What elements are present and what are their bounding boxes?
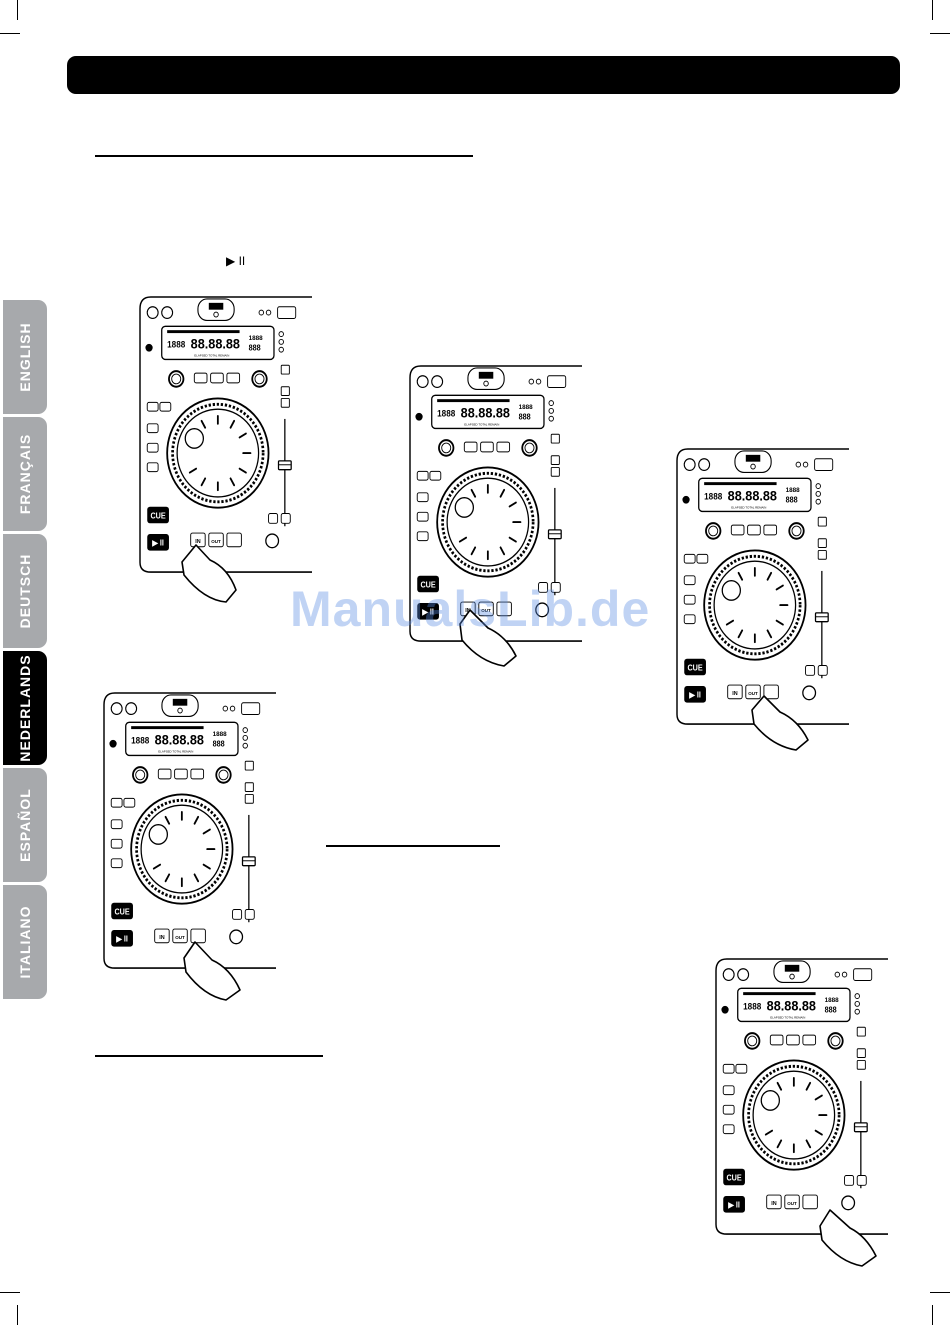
play-label: ▶ II xyxy=(727,1200,740,1209)
play-label: ▶ II xyxy=(688,690,701,699)
out-label: OUT xyxy=(211,539,221,544)
section-rule xyxy=(326,845,500,847)
out-label: OUT xyxy=(481,608,491,613)
out-label: OUT xyxy=(175,935,185,940)
play-label: ▶ II xyxy=(421,607,434,616)
tab-deutsch[interactable]: DEUTSCH xyxy=(3,534,47,648)
display-left: 1888 xyxy=(704,491,722,501)
tab-english[interactable]: ENGLISH xyxy=(3,300,47,414)
play-label: ▶ II xyxy=(151,538,164,547)
display-labels: ELAPSED TOTAL REMAIN xyxy=(158,749,193,753)
display-left: 1888 xyxy=(131,735,149,745)
play-pause-symbol: ▶ II xyxy=(226,254,246,268)
display-main: 88.88.88 xyxy=(461,405,510,421)
in-label: IN xyxy=(732,691,737,697)
tab-francais[interactable]: FRANÇAIS xyxy=(3,417,47,531)
display-right: 888 xyxy=(786,495,798,504)
crop-mark xyxy=(932,1305,933,1325)
play-label: ▶ II xyxy=(115,934,128,943)
display-top-right: 1888 xyxy=(825,997,839,1004)
cue-label: CUE xyxy=(114,907,129,916)
display-labels: ELAPSED TOTAL REMAIN xyxy=(194,353,229,357)
device-illustration: 1888 88.88.88 1888 888 ELAPSED TOTAL REM… xyxy=(139,296,312,575)
display-left: 1888 xyxy=(437,408,455,418)
crop-mark xyxy=(930,1292,950,1293)
in-label: IN xyxy=(771,1201,776,1207)
crop-mark xyxy=(0,1292,20,1293)
display-left: 1888 xyxy=(743,1001,761,1011)
tab-espanol[interactable]: ESPAÑOL xyxy=(3,768,47,882)
section-rule xyxy=(95,1055,323,1057)
language-tabs: ENGLISH FRANÇAIS DEUTSCH NEDERLANDS ESPA… xyxy=(3,300,47,1002)
cue-label: CUE xyxy=(420,580,435,589)
watermark: ManualsLib.de xyxy=(290,581,651,637)
in-label: IN xyxy=(195,539,200,545)
crop-mark xyxy=(0,33,20,34)
out-label: OUT xyxy=(748,691,758,696)
cue-label: CUE xyxy=(687,663,702,672)
crop-mark xyxy=(17,1305,18,1325)
cue-label: CUE xyxy=(726,1173,741,1182)
display-top-right: 1888 xyxy=(786,487,800,494)
display-top-right: 1888 xyxy=(213,731,227,738)
device-illustration: 1888 88.88.88 1888 888 ELAPSED TOTAL REM… xyxy=(103,692,276,971)
in-label: IN xyxy=(465,608,470,614)
crop-mark xyxy=(930,33,950,34)
in-label: IN xyxy=(159,935,164,941)
section-rule xyxy=(95,155,473,157)
display-right: 888 xyxy=(213,739,225,748)
cue-label: CUE xyxy=(150,511,165,520)
display-top-right: 1888 xyxy=(519,404,533,411)
tab-nederlands[interactable]: NEDERLANDS xyxy=(3,651,47,765)
tab-italiano[interactable]: ITALIANO xyxy=(3,885,47,999)
display-main: 88.88.88 xyxy=(155,732,204,748)
crop-mark xyxy=(17,0,18,20)
display-right: 888 xyxy=(249,343,261,352)
display-right: 888 xyxy=(519,412,531,421)
display-main: 88.88.88 xyxy=(767,998,816,1014)
display-top-right: 1888 xyxy=(249,335,263,342)
display-labels: ELAPSED TOTAL REMAIN xyxy=(770,1015,805,1019)
display-right: 888 xyxy=(825,1005,837,1014)
device-illustration: 1888 88.88.88 1888 888 ELAPSED TOTAL REM… xyxy=(715,958,888,1237)
display-labels: ELAPSED TOTAL REMAIN xyxy=(731,505,766,509)
device-illustration: 1888 88.88.88 1888 888 ELAPSED TOTAL REM… xyxy=(409,365,582,644)
header-bar xyxy=(67,56,900,94)
display-labels: ELAPSED TOTAL REMAIN xyxy=(464,422,499,426)
crop-mark xyxy=(932,0,933,20)
out-label: OUT xyxy=(787,1201,797,1206)
display-left: 1888 xyxy=(167,339,185,349)
display-main: 88.88.88 xyxy=(191,336,240,352)
device-illustration: 1888 88.88.88 1888 888 ELAPSED TOTAL REM… xyxy=(676,448,849,727)
display-main: 88.88.88 xyxy=(728,488,777,504)
